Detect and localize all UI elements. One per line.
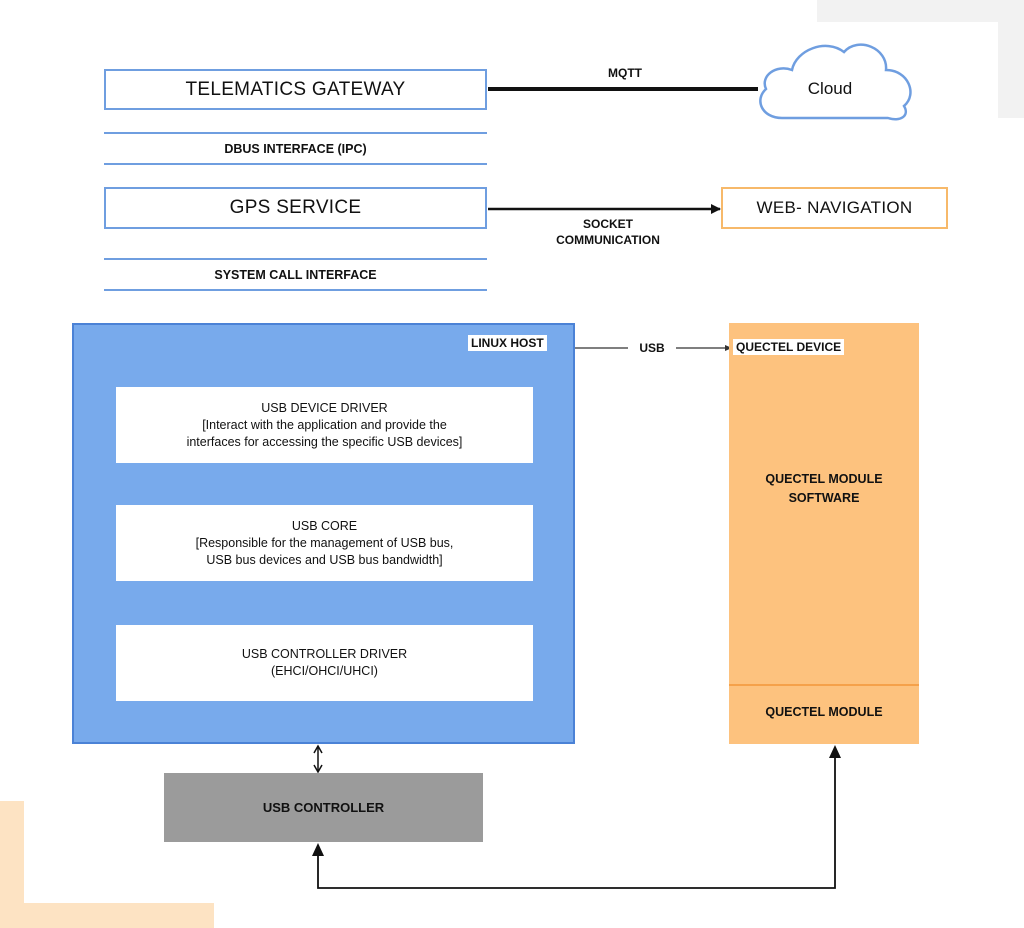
dbus-interface-line-top — [104, 132, 487, 134]
usb-controller-driver-title: USB CONTROLLER DRIVER — [241, 647, 408, 661]
decorative-grey-block-right — [998, 22, 1024, 118]
cloud-icon — [759, 43, 912, 121]
usb-link-label: USB — [639, 341, 665, 355]
usb-controller-driver-box: USB CONTROLLER DRIVER (EHCI/OHCI/UHCI) — [116, 625, 533, 701]
usb-device-driver-title: USB DEVICE DRIVER — [261, 400, 388, 415]
system-call-line-top — [104, 258, 487, 260]
quectel-device-container: QUECTEL DEVICE QUECTEL MODULE SOFTWARE Q… — [729, 323, 919, 744]
web-navigation-box: WEB- NAVIGATION — [721, 187, 948, 229]
decorative-grey-block-top — [817, 0, 1024, 22]
decorative-peach-block-horizontal — [0, 903, 214, 928]
usb-controller-label: USB CONTROLLER — [262, 800, 385, 815]
quectel-module-divider — [729, 684, 919, 686]
mqtt-label: MQTT — [608, 66, 642, 80]
usb-device-driver-desc-2: interfaces for accessing the specific US… — [186, 434, 463, 449]
quectel-device-label: QUECTEL DEVICE — [733, 339, 845, 355]
web-navigation-label: WEB- NAVIGATION — [756, 198, 913, 217]
controller-module-connector — [317, 752, 836, 889]
usb-core-box: USB CORE [Responsible for the management… — [116, 505, 533, 581]
usb-device-driver-desc-1: [Interact with the application and provi… — [202, 417, 447, 432]
arrowhead-controller — [312, 843, 324, 856]
usb-device-driver-box: USB DEVICE DRIVER [Interact with the app… — [116, 387, 533, 463]
usb-controller-box: USB CONTROLLER — [164, 773, 483, 842]
linux-host-label: LINUX HOST — [468, 335, 547, 351]
socket-label-line2: COMMUNICATION — [556, 233, 660, 247]
system-call-line-bottom — [104, 289, 487, 291]
quectel-module-label: QUECTEL MODULE — [765, 705, 883, 719]
arrowhead-module — [829, 745, 841, 758]
dbus-interface-line-bottom — [104, 163, 487, 165]
usb-core-title: USB CORE — [291, 518, 358, 533]
gps-service-label: GPS SERVICE — [229, 197, 362, 218]
usb-core-desc-1: [Responsible for the management of USB b… — [195, 535, 454, 550]
cloud-label: Cloud — [807, 79, 853, 98]
system-call-interface-label: SYSTEM CALL INTERFACE — [214, 268, 377, 282]
gps-service-box: GPS SERVICE — [104, 187, 487, 229]
socket-label-line1: SOCKET — [582, 217, 633, 231]
usb-controller-driver-desc: (EHCI/OHCI/UHCI) — [271, 664, 378, 678]
dbus-interface-label: DBUS INTERFACE (IPC) — [224, 142, 367, 156]
telematics-gateway-label: TELEMATICS GATEWAY — [185, 78, 406, 100]
quectel-software-line2: SOFTWARE — [788, 491, 860, 505]
usb-core-desc-2: USB bus devices and USB bus bandwidth] — [206, 552, 443, 567]
socket-communication-label: SOCKET COMMUNICATION — [530, 216, 686, 248]
quectel-module-software-label: QUECTEL MODULE SOFTWARE — [729, 470, 919, 508]
linux-host-container: LINUX HOST USB DEVICE DRIVER [Interact w… — [72, 323, 575, 744]
quectel-software-line1: QUECTEL MODULE — [765, 472, 883, 486]
telematics-gateway-box: TELEMATICS GATEWAY — [104, 69, 487, 110]
